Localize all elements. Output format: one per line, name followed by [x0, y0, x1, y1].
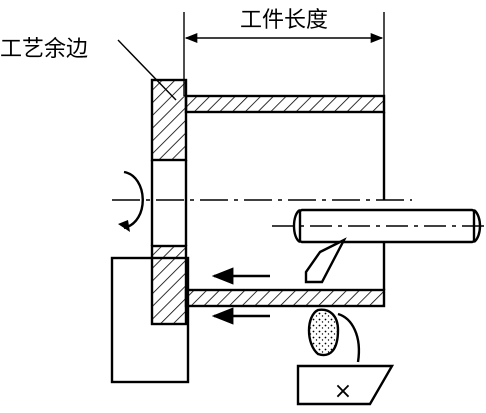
tool-holder-body: [296, 364, 395, 406]
tool-holder-mark: ×: [334, 379, 352, 404]
label-workpiece-length: 工件长度: [240, 8, 328, 33]
flange-bottom: [150, 244, 188, 326]
process-allowance-callout: 工艺余边: [0, 37, 177, 101]
length-dimension: 工件长度: [183, 8, 385, 96]
boring-bar: [272, 208, 486, 244]
grinding-wheel: [307, 308, 361, 363]
grinding-wheel-body: [307, 308, 340, 357]
cutting-tool-bit: [304, 237, 347, 284]
tool-holder: ×: [296, 364, 395, 406]
workpiece: [150, 78, 386, 326]
flange-top: [150, 78, 188, 162]
tube-wall-top: [184, 94, 386, 114]
rotation-arrow-icon: [118, 170, 144, 232]
tube-wall-bottom: [184, 288, 386, 308]
label-process-allowance: 工艺余边: [0, 37, 88, 62]
